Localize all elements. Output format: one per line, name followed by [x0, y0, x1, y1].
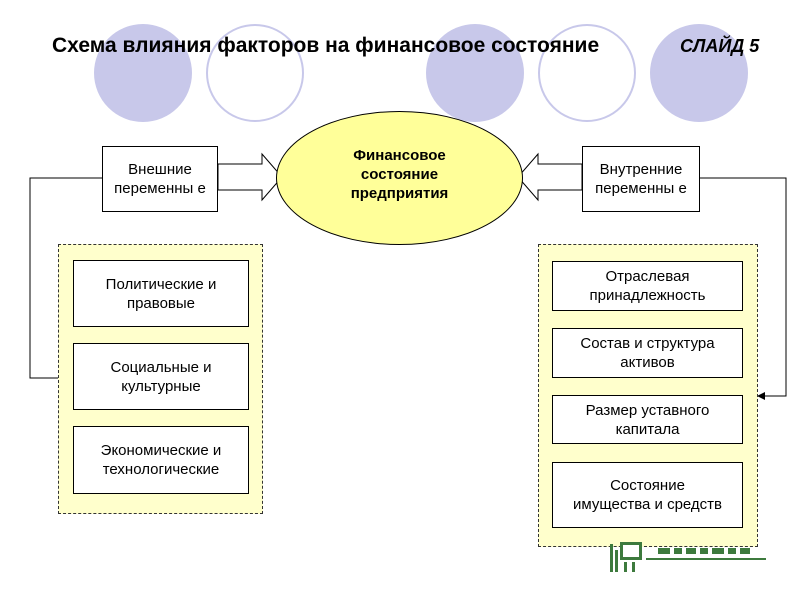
- external-factor-box: Социальные и культурные: [73, 343, 249, 410]
- arrow-internal-to-center: [517, 152, 583, 202]
- arrow-external-to-center: [217, 152, 283, 202]
- external-factor-label: Экономические и технологические: [100, 442, 222, 478]
- internal-factor-label: Состав и структура активов: [580, 335, 715, 371]
- external-factor-label: Политические и правовые: [105, 275, 217, 312]
- external-factor-label: Социальные и культурные: [110, 358, 212, 395]
- internal-variables-label: Внутренние переменны е: [595, 161, 687, 197]
- right-bracket-arrowhead: [757, 392, 765, 400]
- internal-factor-box: Состояние имущества и средств: [552, 462, 743, 528]
- internal-factor-label: Размер уставного капитала: [585, 401, 710, 438]
- external-variables-box: Внешние переменны е: [102, 146, 218, 212]
- left-bracket-line: [29, 177, 102, 379]
- decor-circle: [94, 24, 192, 122]
- external-variables-label: Внешние переменны е: [114, 161, 206, 197]
- slide-title: Схема влияния факторов на финансовое сос…: [52, 34, 600, 57]
- decor-circle: [426, 24, 524, 122]
- internal-factor-label: Отраслевая принадлежность: [589, 268, 706, 304]
- external-factor-box: Экономические и технологические: [73, 426, 249, 494]
- center-node: Финансовое состояние предприятия: [276, 111, 523, 245]
- slide-number: СЛАЙД 5: [680, 36, 760, 56]
- decor-circle: [538, 24, 636, 122]
- decor-circle: [206, 24, 304, 122]
- decor-circle: [650, 24, 748, 122]
- center-label: Финансовое состояние предприятия: [350, 146, 449, 202]
- internal-factor-box: Состав и структура активов: [552, 328, 743, 378]
- right-bracket-line: [700, 177, 787, 397]
- internal-factor-box: Размер уставного капитала: [552, 395, 743, 444]
- internal-factor-label: Состояние имущества и средств: [572, 477, 723, 513]
- internal-factor-box: Отраслевая принадлежность: [552, 261, 743, 311]
- presentation-logo-icon: [610, 542, 766, 572]
- external-factor-box: Политические и правовые: [73, 260, 249, 327]
- internal-variables-box: Внутренние переменны е: [582, 146, 700, 212]
